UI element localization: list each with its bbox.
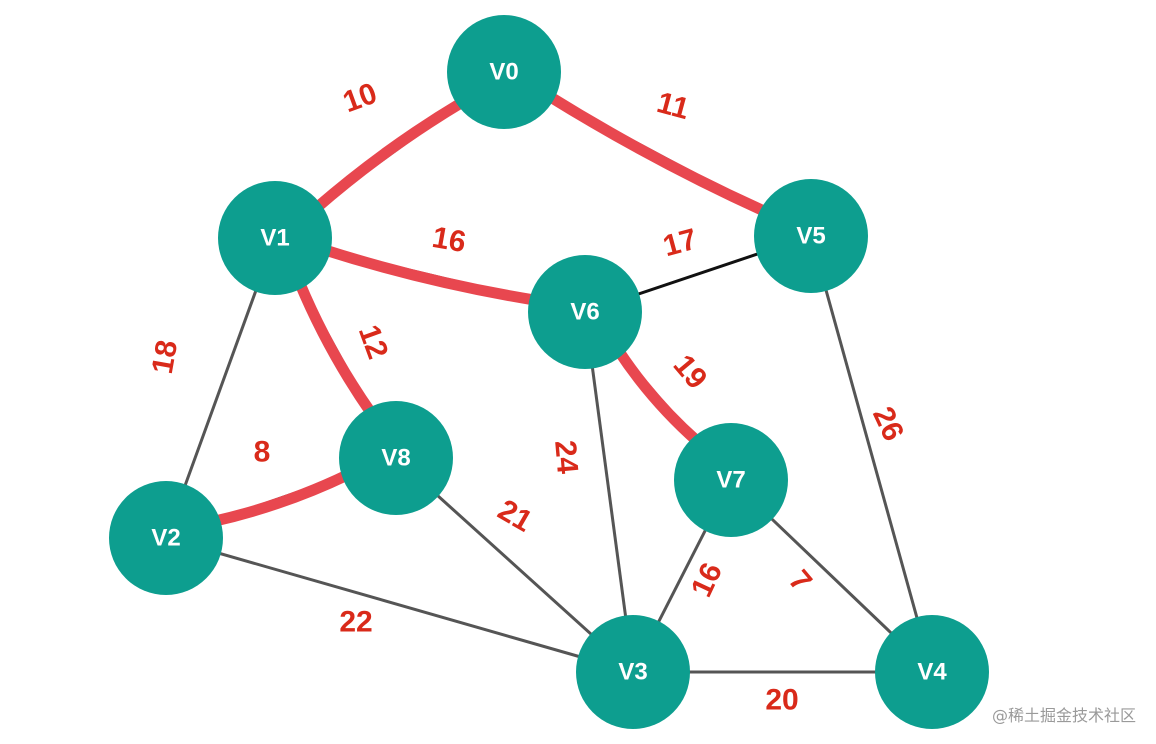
node-circle-v7 bbox=[674, 423, 788, 537]
node-circle-v0 bbox=[447, 15, 561, 129]
node-v0: V0 bbox=[447, 15, 561, 129]
node-label-v7: V7 bbox=[716, 467, 745, 494]
node-v1: V1 bbox=[218, 181, 332, 295]
node-v6: V6 bbox=[528, 255, 642, 369]
edge-weight-v0-v5: 11 bbox=[653, 86, 692, 126]
edge-weight-v5-v4: 26 bbox=[866, 402, 910, 446]
node-label-v1: V1 bbox=[260, 225, 289, 252]
edge-weight-v8-v3: 21 bbox=[492, 493, 537, 538]
highlighted-edge-v6-v7 bbox=[612, 344, 704, 448]
edges-highlight-layer bbox=[208, 90, 772, 527]
edge-weight-v1-v8: 12 bbox=[352, 321, 394, 364]
edge-weight-v0-v1: 10 bbox=[339, 77, 382, 119]
highlighted-edge-v2-v8 bbox=[208, 469, 354, 527]
node-label-v4: V4 bbox=[917, 659, 947, 686]
node-label-v8: V8 bbox=[381, 445, 410, 472]
watermark: @稀土掘金技术社区 bbox=[991, 706, 1136, 725]
node-v3: V3 bbox=[576, 615, 690, 729]
edges-base-layer bbox=[164, 70, 934, 674]
node-v8: V8 bbox=[339, 401, 453, 515]
node-circle-v4 bbox=[875, 615, 989, 729]
node-circle-v5 bbox=[754, 179, 868, 293]
edge-weight-v2-v8: 8 bbox=[254, 436, 271, 469]
node-v5: V5 bbox=[754, 179, 868, 293]
node-circle-v6 bbox=[528, 255, 642, 369]
node-v4: V4 bbox=[875, 615, 989, 729]
node-circle-v8 bbox=[339, 401, 453, 515]
highlighted-edge-v0-v1 bbox=[310, 96, 469, 214]
node-circle-v1 bbox=[218, 181, 332, 295]
node-v2: V2 bbox=[109, 481, 223, 595]
edge-weight-v6-v7: 19 bbox=[667, 349, 714, 396]
node-label-v6: V6 bbox=[570, 299, 599, 326]
edge-weight-v1-v2: 18 bbox=[146, 338, 184, 377]
edge-v2-v3 bbox=[165, 536, 634, 674]
node-label-v5: V5 bbox=[796, 223, 825, 250]
weights-layer: 10 11 16 17 12 18 8 19 24 21 22 16 7 26 20 bbox=[146, 77, 910, 717]
node-label-v0: V0 bbox=[489, 59, 518, 86]
edge-weight-v2-v3: 22 bbox=[339, 606, 372, 639]
highlighted-edge-v1-v6 bbox=[319, 244, 541, 306]
node-label-v3: V3 bbox=[618, 659, 647, 686]
edge-weight-v5-v6: 17 bbox=[660, 223, 701, 264]
node-circle-v3 bbox=[576, 615, 690, 729]
edge-weight-v3-v4: 20 bbox=[765, 684, 798, 717]
edge-weight-v6-v3: 24 bbox=[548, 439, 584, 475]
edge-weight-v7-v4: 7 bbox=[782, 564, 818, 598]
node-v7: V7 bbox=[674, 423, 788, 537]
edge-v5-v4 bbox=[809, 235, 934, 673]
node-circle-v2 bbox=[109, 481, 223, 595]
edge-v6-v3 bbox=[583, 311, 635, 673]
node-label-v2: V2 bbox=[151, 525, 180, 552]
highlighted-edge-v1-v8 bbox=[294, 277, 377, 419]
edge-weight-v7-v3: 16 bbox=[685, 558, 729, 602]
edge-weight-v1-v6: 16 bbox=[430, 221, 469, 259]
highlighted-edge-v0-v5 bbox=[543, 90, 772, 218]
